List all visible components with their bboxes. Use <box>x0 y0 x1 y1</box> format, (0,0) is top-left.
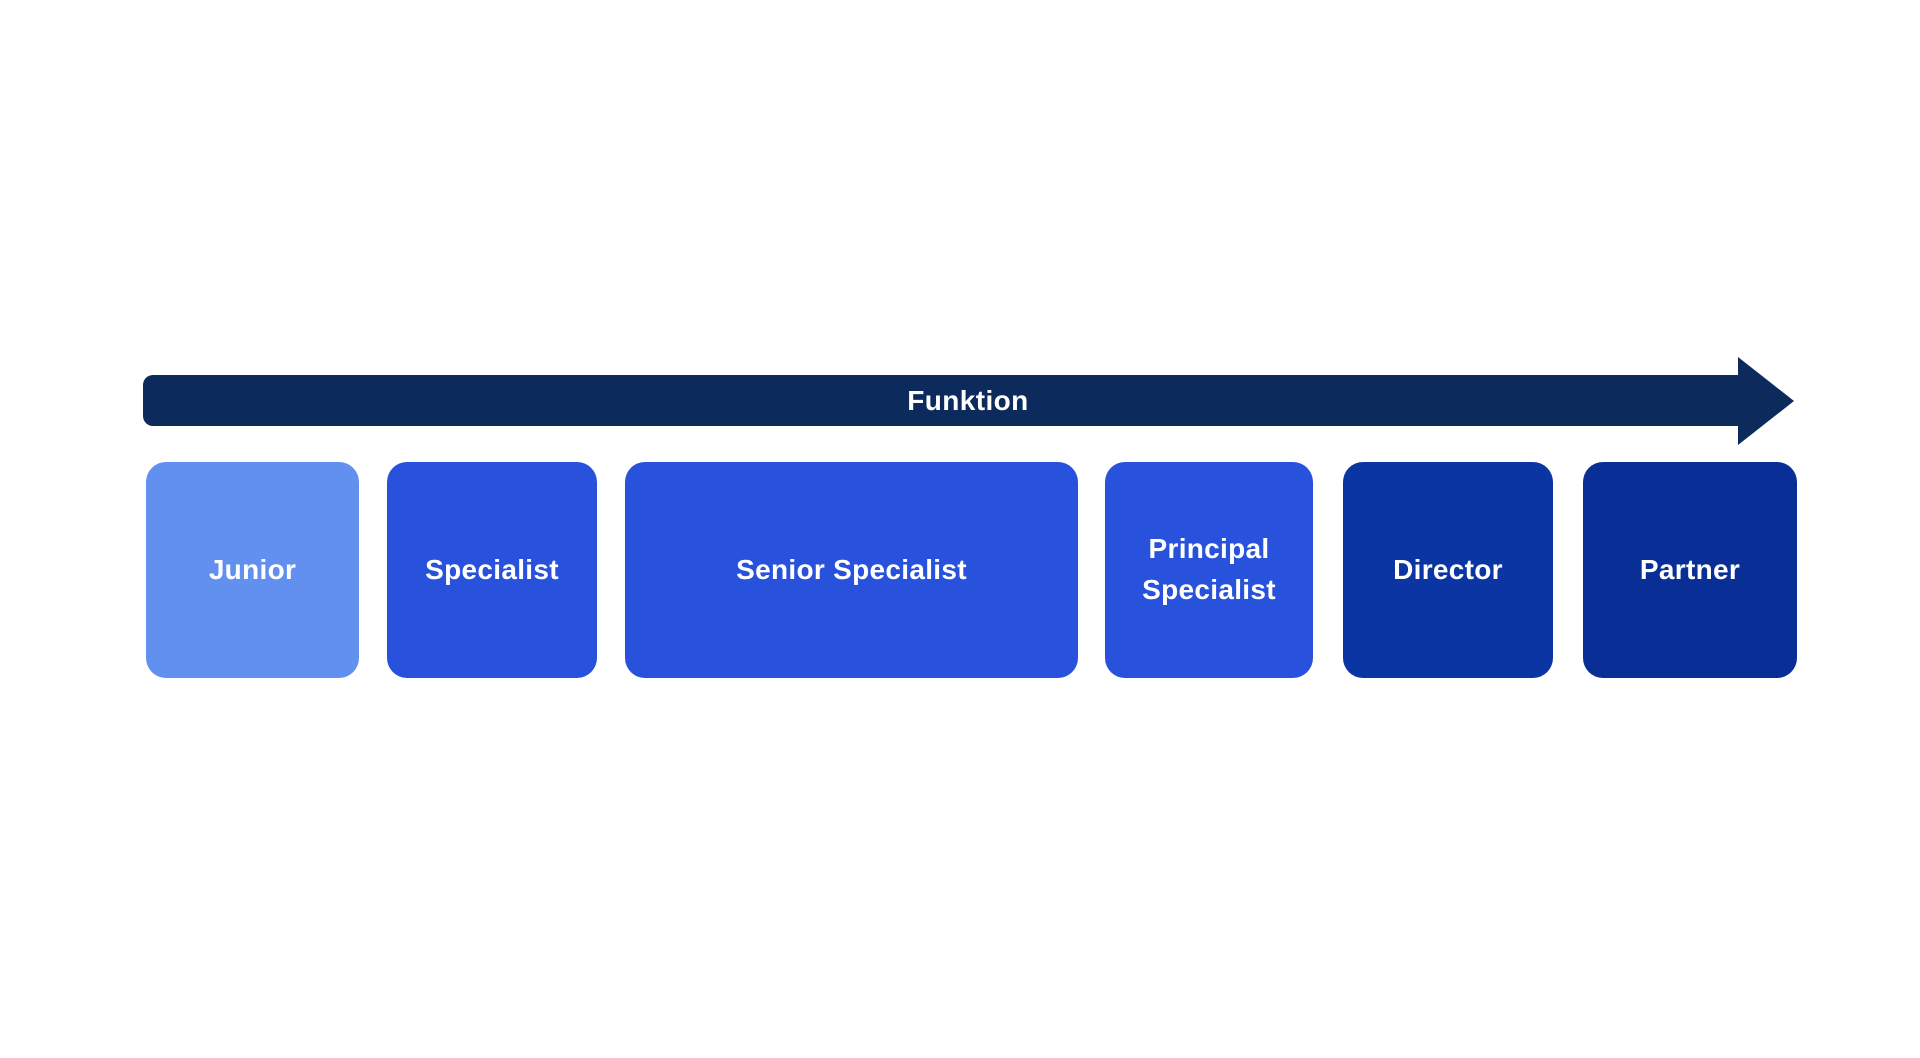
level-label: Junior <box>208 553 297 585</box>
level-box-partner: Partner <box>1583 462 1797 678</box>
level-label: Specialist <box>425 553 559 585</box>
level-box-junior: Junior <box>146 462 359 678</box>
arrow-label: Funktion <box>907 384 1029 416</box>
level-box-senior-specialist: Senior Specialist <box>625 462 1078 678</box>
level-box-principal-specialist: Principal Specialist <box>1105 462 1313 678</box>
level-label: Senior Specialist <box>736 553 967 585</box>
level-label: Director <box>1393 553 1503 585</box>
level-label: Principal Specialist <box>1142 533 1276 605</box>
level-label: Partner <box>1639 553 1741 585</box>
arrow-bar <box>143 375 1739 426</box>
level-box-director: Director <box>1343 462 1553 678</box>
level-box-specialist: Specialist <box>387 462 597 678</box>
arrow-head-icon <box>1738 357 1794 445</box>
